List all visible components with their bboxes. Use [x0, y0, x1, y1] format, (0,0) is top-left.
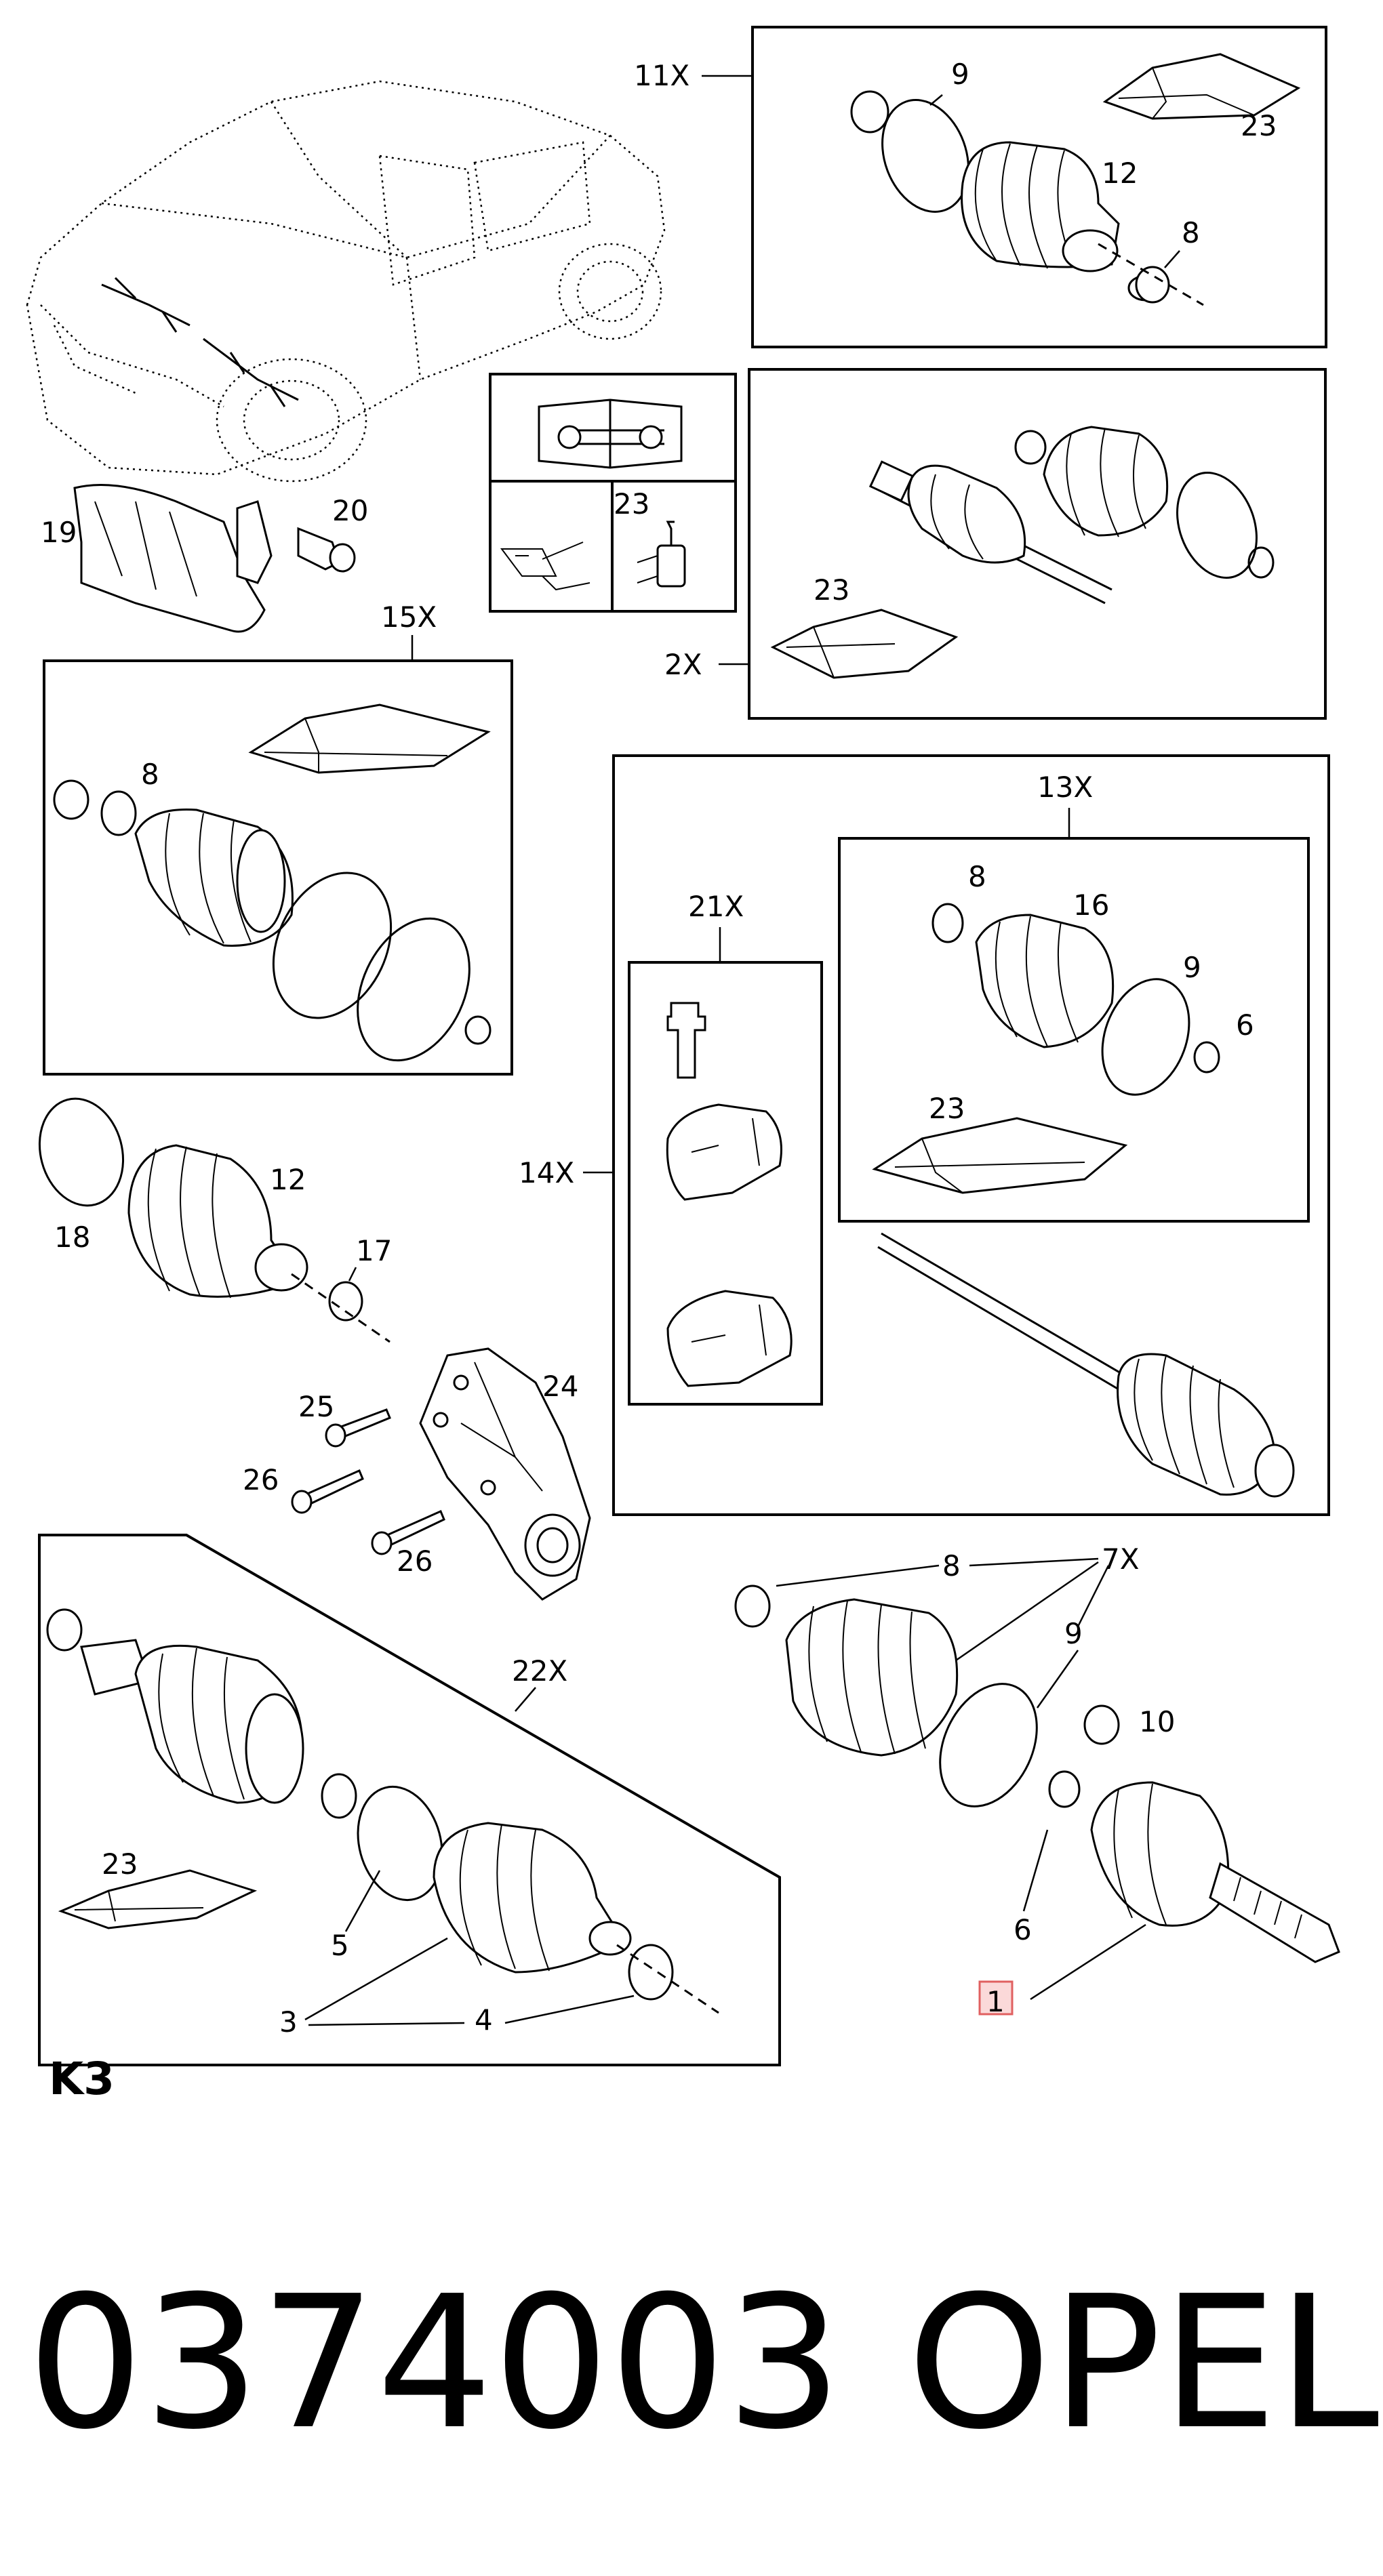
callout-23-2x: 23 — [814, 573, 849, 607]
callout-15x: 15X — [381, 600, 437, 634]
kit-11x-group: 11X 9 23 12 8 — [634, 26, 1327, 348]
kit-2x-group: 2X 23 — [664, 368, 1327, 720]
kit-22x-frame — [38, 1534, 781, 2066]
callout-9-13x: 9 — [1183, 951, 1201, 984]
callout-11x: 11X — [634, 59, 689, 92]
heat-shield-assembly: 19 20 — [41, 484, 368, 633]
callout-6-13x: 6 — [1236, 1008, 1254, 1042]
callout-13x: 13X — [1037, 771, 1093, 804]
callout-22x: 22X — [512, 1654, 567, 1688]
car-overview-illustration — [26, 80, 666, 483]
callout-3: 3 — [279, 2005, 298, 2039]
kit-13x-frame — [838, 837, 1310, 1223]
kit-14x-group: 14X 13X 8 16 9 6 23 21X — [519, 754, 1330, 1516]
callout-8: 8 — [1182, 216, 1200, 249]
callout-17: 17 — [356, 1234, 392, 1267]
callout-12-loose: 12 — [270, 1163, 306, 1196]
kit-22x-group: 22X 23 5 3 4 — [38, 1534, 781, 2066]
kit-11x-frame — [751, 26, 1327, 348]
callout-25: 25 — [298, 1390, 334, 1423]
grease-tube-icon — [637, 520, 686, 588]
callout-24: 24 — [542, 1370, 578, 1403]
callout-19: 19 — [41, 516, 77, 549]
callout-23-13x: 23 — [929, 1092, 965, 1125]
brand-name: OPEL — [907, 2256, 1380, 2470]
kit-7x-group: 8 7X 9 10 6 1 — [734, 1542, 1340, 2018]
part-number: 0374003 — [27, 2256, 842, 2470]
callout-8-15x: 8 — [141, 758, 159, 791]
callout-1: 1 — [986, 1985, 1005, 2018]
service-info-box: 23 — [489, 373, 737, 613]
callout-26-lower: 26 — [397, 1545, 433, 1578]
figure-code: K3 — [49, 2053, 115, 2105]
callout-8-13x: 8 — [968, 860, 986, 893]
callout-18: 18 — [54, 1221, 90, 1254]
callout-1-highlight — [978, 1980, 1014, 2016]
callout-6-7x: 6 — [1014, 1913, 1032, 1946]
callout-7x: 7X — [1102, 1542, 1140, 1576]
callout-26-upper: 26 — [243, 1463, 279, 1496]
callout-10: 10 — [1139, 1705, 1175, 1738]
callout-14x: 14X — [519, 1156, 574, 1189]
callout-20: 20 — [332, 494, 368, 527]
loose-boot-parts: 12 18 17 — [38, 1097, 392, 1343]
callout-2x: 2X — [664, 648, 702, 681]
callout-12: 12 — [1102, 157, 1138, 190]
callout-4: 4 — [475, 2003, 493, 2037]
bracket-assembly: 25 24 26 26 — [243, 1347, 591, 1601]
callout-9: 9 — [951, 58, 969, 91]
repair-manual-icon — [538, 398, 683, 469]
kit-15x-group: 15X 8 — [43, 600, 513, 1076]
oil-can-icon — [500, 541, 590, 591]
kit-21x-frame — [628, 961, 823, 1406]
callout-23-grease: 23 — [614, 487, 649, 520]
callout-5: 5 — [331, 1929, 349, 1962]
callout-16: 16 — [1073, 888, 1109, 922]
callout-21x: 21X — [688, 890, 744, 923]
callout-8-7x: 8 — [942, 1549, 961, 1582]
callout-23-22x: 23 — [102, 1847, 138, 1881]
